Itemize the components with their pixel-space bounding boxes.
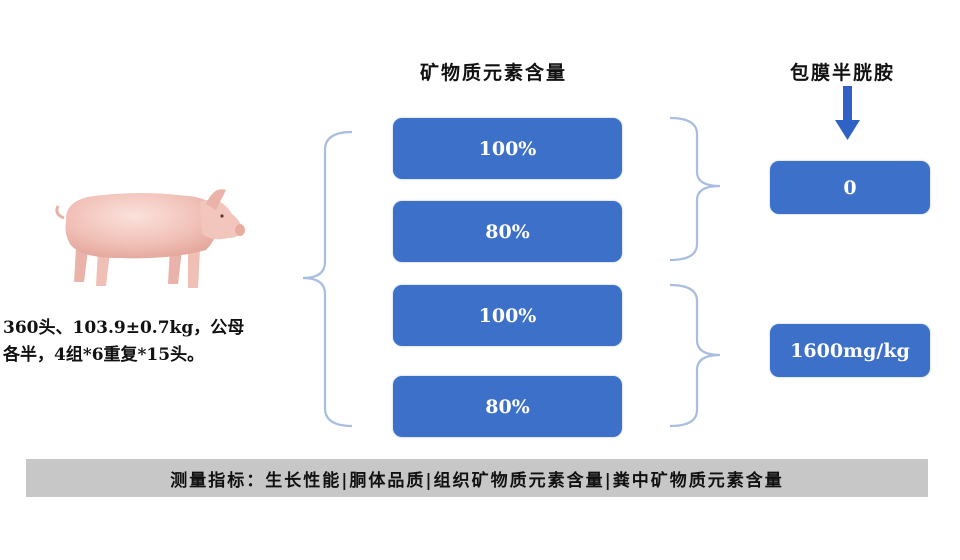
mineral-content-title: 矿物质元素含量 — [420, 62, 568, 84]
left-brace — [302, 130, 353, 428]
subject-description-line-1: 360头、103.9±0.7kg，公母 — [3, 318, 245, 338]
mineral-level-box-4: 80% — [393, 376, 622, 437]
upper-right-brace — [669, 116, 721, 262]
pig-illustration — [55, 189, 245, 288]
arrow-down-icon — [835, 86, 860, 140]
subject-description-line-2: 各半，4组*6重复*15头。 — [3, 345, 205, 365]
mineral-level-box-1: 100% — [393, 118, 622, 179]
cysteamine-level-box-2: 1600mg/kg — [770, 324, 930, 377]
mineral-level-box-2: 80% — [393, 201, 622, 262]
coated-cysteamine-title: 包膜半胱胺 — [790, 62, 896, 84]
cysteamine-level-box-1: 0 — [770, 161, 930, 214]
lower-right-brace — [669, 283, 721, 428]
measurement-indicators-text: 测量指标：生长性能|胴体品质|组织矿物质元素含量|粪中矿物质元素含量 — [170, 470, 784, 491]
measurement-indicators-bar: 测量指标：生长性能|胴体品质|组织矿物质元素含量|粪中矿物质元素含量 — [26, 459, 928, 497]
mineral-level-box-3: 100% — [393, 285, 622, 346]
